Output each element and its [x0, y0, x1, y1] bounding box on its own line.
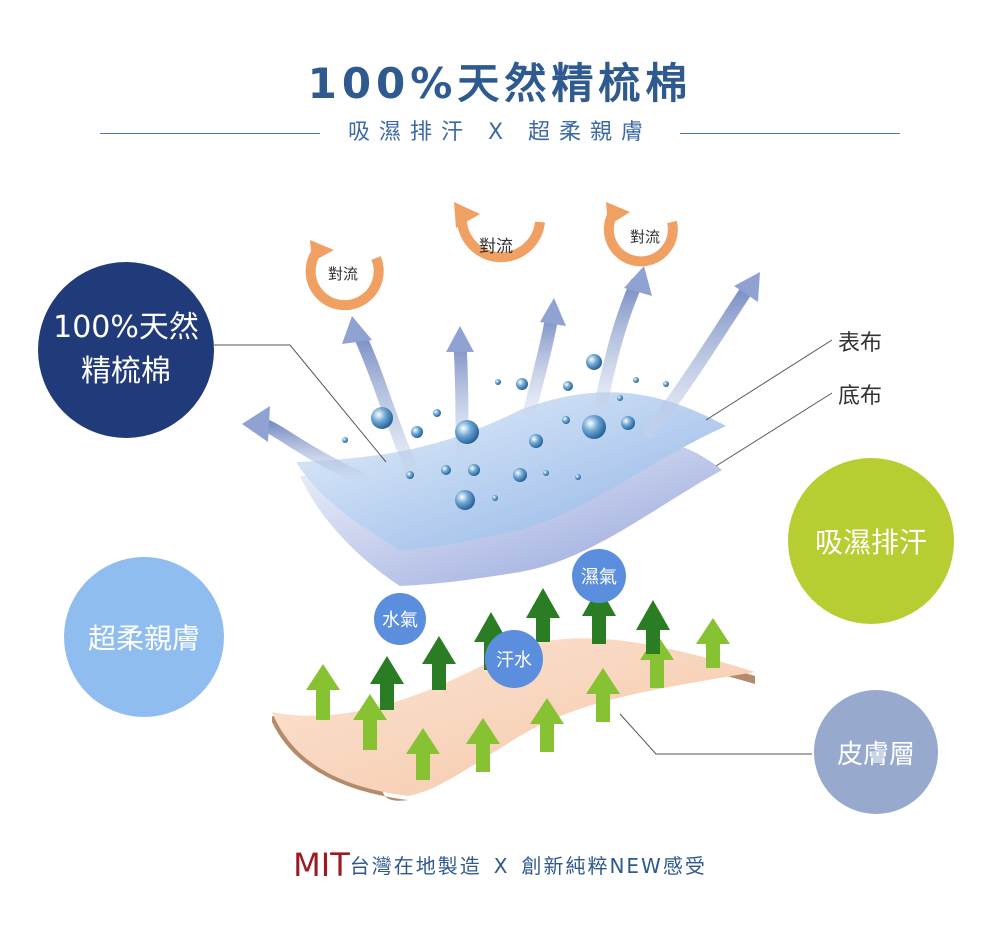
convection-label: 對流	[328, 265, 359, 283]
outer-fabric-leader-line	[705, 339, 833, 421]
subtitle: 吸濕排汗 X 超柔親膚	[347, 120, 653, 145]
vapor-bubble: 水氣	[374, 593, 426, 645]
moisture-arrow-heads	[242, 266, 760, 442]
subtitle-left-rule	[100, 133, 320, 134]
cotton-circle: 100%天然 精梳棉	[38, 262, 214, 438]
footer-new-feeling: 創新純粹NEW感受	[521, 854, 707, 878]
subtitle-row: 吸濕排汗 X 超柔親膚	[100, 116, 900, 150]
convection-swirl-heads	[310, 202, 630, 262]
subtitle-right-rule	[680, 133, 900, 134]
page-title: 100%天然精梳棉	[307, 59, 693, 108]
convection-label: 對流	[479, 237, 513, 257]
outer-fabric-label: 表布	[838, 331, 883, 356]
sweat-bubble: 汗水	[485, 630, 543, 688]
wicking-circle: 吸濕排汗	[788, 458, 954, 624]
cotton-circle-line1: 100%天然	[53, 310, 199, 345]
inner-fabric-leader-line	[715, 392, 833, 467]
convection-label: 對流	[630, 228, 661, 246]
sweat-arrows	[306, 586, 730, 780]
soft-skin-circle: 超柔親膚	[64, 557, 224, 717]
footer-tagline: MIT台灣在地製造 X 創新純粹NEW感受	[0, 846, 1000, 884]
cotton-leader-line	[214, 344, 387, 463]
outer-fabric-layer	[296, 392, 726, 550]
footer-made-in-taiwan: 台灣在地製造	[349, 854, 482, 878]
mit-mark: MIT	[293, 846, 350, 884]
convection-swirls	[305, 209, 678, 311]
cotton-circle-line2: 精梳棉	[81, 354, 171, 389]
inner-fabric-label: 底布	[838, 384, 883, 409]
skin-layer-circle: 皮膚層	[814, 690, 938, 814]
humidity-bubble: 濕氣	[572, 549, 626, 603]
footer-separator: X	[493, 854, 510, 878]
skin-layer	[272, 638, 755, 796]
skin-leader-line	[619, 713, 812, 755]
water-droplets	[342, 354, 669, 510]
